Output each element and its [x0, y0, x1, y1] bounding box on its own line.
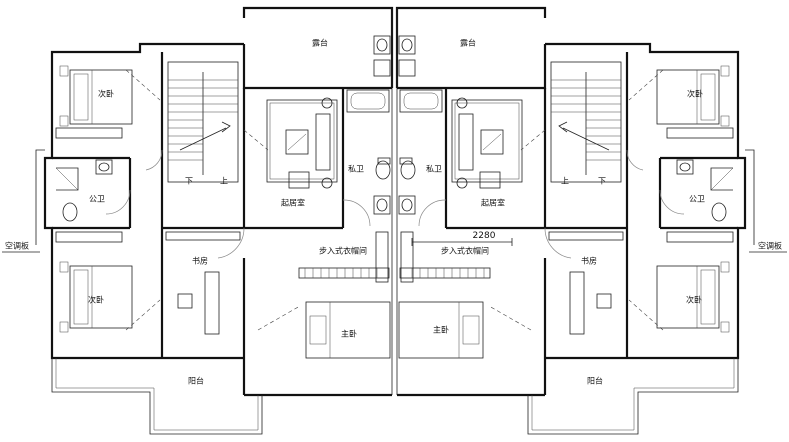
ac-boards — [2, 149, 787, 253]
stairs-left — [167, 61, 239, 183]
label-balcony-left: 阳台 — [188, 376, 204, 386]
label-stair-down-left: 下 — [185, 177, 193, 186]
label-master-left: 主卧 — [341, 329, 357, 339]
bath-fixtures — [55, 35, 734, 222]
openings — [105, 69, 685, 331]
living-furniture — [266, 97, 523, 189]
label-living-right: 起居室 — [481, 198, 505, 208]
label-ac-left: 空调板 — [5, 241, 29, 251]
label-bedroom2-br: 次卧 — [686, 295, 702, 305]
dimension-line: 2280 — [411, 231, 513, 246]
stairs-right — [550, 61, 622, 183]
balconies — [51, 358, 739, 435]
label-closet-left: 步入式衣帽间 — [319, 246, 367, 256]
label-living-left: 起居室 — [281, 198, 305, 208]
label-bath-private-right: 私卫 — [426, 165, 442, 174]
label-bath-public-right: 公卫 — [689, 195, 705, 204]
label-bedroom2-bl: 次卧 — [88, 295, 104, 305]
label-bedroom2-tl: 次卧 — [98, 89, 114, 99]
label-stair-up-right: 上 — [561, 177, 569, 186]
label-stair-up-left: 上 — [220, 177, 228, 186]
label-ac-right: 空调板 — [758, 241, 782, 251]
label-master-right: 主卧 — [433, 325, 449, 335]
label-study-left: 书房 — [192, 256, 208, 266]
label-terrace-left: 露台 — [312, 38, 328, 48]
label-bath-public-left: 公卫 — [89, 195, 105, 204]
label-terrace-right: 露台 — [460, 38, 476, 48]
study-furniture — [177, 271, 612, 335]
walls — [43, 6, 747, 397]
room-labels: 露台 露台 次卧 次卧 次卧 次卧 公卫 公卫 私卫 私卫 起居室 起居室 书房… — [5, 38, 782, 386]
wardrobes — [55, 127, 734, 283]
label-bedroom2-tr: 次卧 — [687, 89, 703, 99]
label-bath-private-left: 私卫 — [348, 165, 364, 174]
beds — [59, 65, 730, 359]
label-study-right: 书房 — [581, 256, 597, 266]
label-balcony-right: 阳台 — [587, 376, 603, 386]
label-stair-down-right: 下 — [598, 177, 606, 186]
label-closet-right: 步入式衣帽间 — [441, 246, 489, 256]
dimension-2280: 2280 — [473, 231, 496, 241]
